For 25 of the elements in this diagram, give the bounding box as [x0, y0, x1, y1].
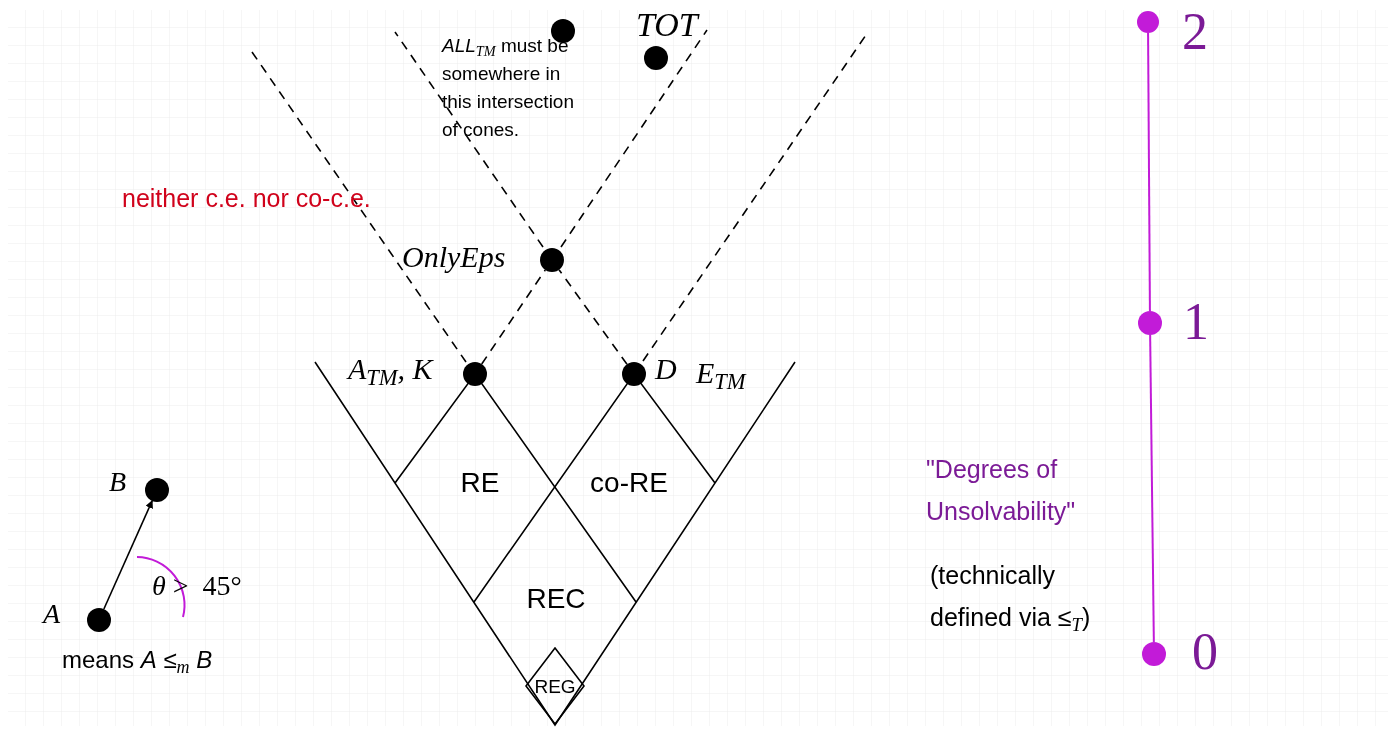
scale-line: [1149, 334, 1155, 643]
point-label: A: [43, 600, 61, 628]
degree-number: 0: [1192, 626, 1218, 678]
arrow: [103, 500, 153, 610]
degree-number: 2: [1182, 6, 1208, 58]
set-label: A$_{TM}$, K: [348, 354, 433, 384]
dashed-line: [558, 268, 628, 366]
class-label: co-RE: [590, 469, 668, 497]
set-label: TOT: [636, 8, 698, 42]
heading-text: "Degrees of Unsolvability": [926, 454, 1077, 527]
region-label: neither c.e. nor co-c.e.: [122, 186, 371, 211]
set-label: E$_{TM}$: [696, 358, 746, 388]
diamond-node: [525, 647, 585, 725]
note-text: (technically defined via ≤$_{T}$): [930, 560, 1092, 637]
point-label: B: [109, 468, 127, 496]
set-label: D: [655, 354, 677, 384]
scale-line: [1147, 32, 1151, 312]
class-label: RE: [460, 469, 500, 497]
dashed-line: [480, 269, 547, 365]
class-label: REC: [526, 585, 586, 613]
note-text: ALL$_{TM}$ must be somewhere in this intersection of cones.: [442, 34, 575, 142]
set-label: OnlyEps: [402, 242, 506, 272]
degree-number: 1: [1183, 296, 1209, 348]
definition-text: means A ≤$_{m}$ B: [62, 648, 213, 672]
class-label: REG: [534, 676, 576, 696]
